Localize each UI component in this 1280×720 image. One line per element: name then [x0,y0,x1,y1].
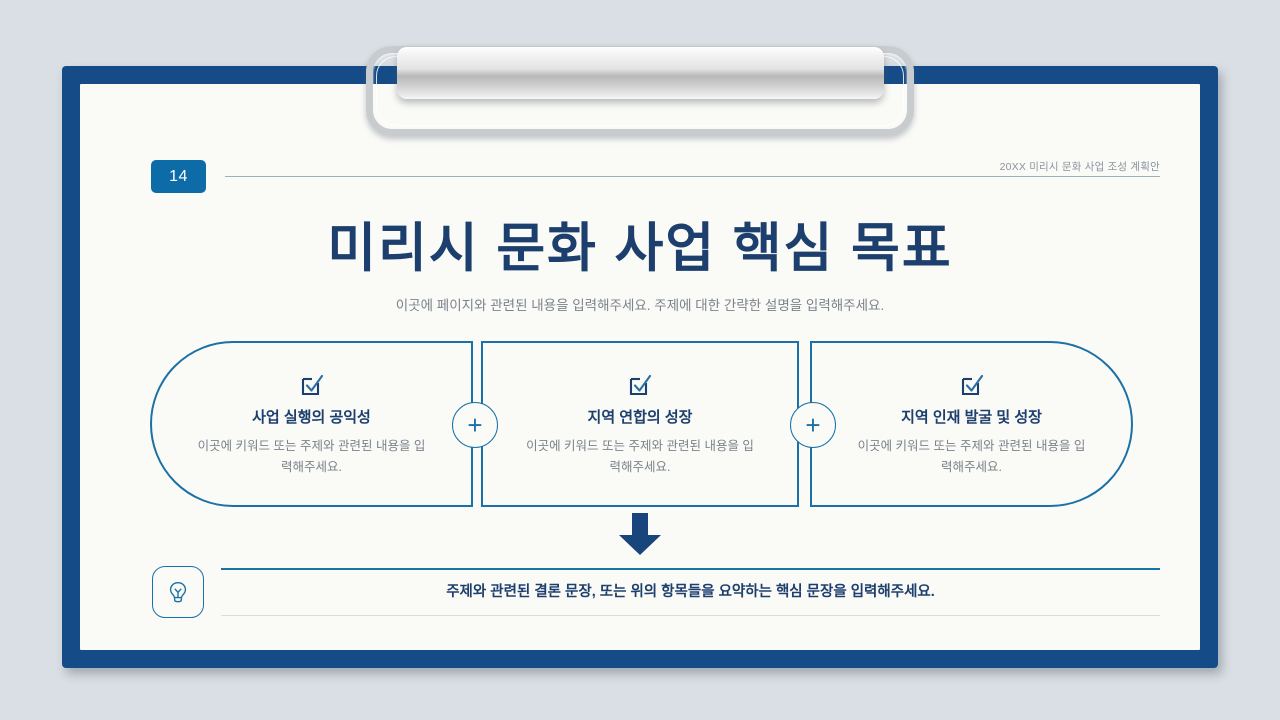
plus-connector-icon: + [790,402,836,448]
page-title: 미리시 문화 사업 핵심 목표 [327,219,953,278]
cards-row: 사업 실행의 공익성 이곳에 키워드 또는 주제와 관련된 내용을 입력해주세요… [0,341,1280,507]
page-subtitle: 이곳에 페이지와 관련된 내용을 입력해주세요. 주제에 대한 간략한 설명을 … [395,298,885,313]
clipboard-clip-bar [397,47,884,99]
header-label: 20XX 미리시 문화 사업 조성 계획안 [999,161,1160,173]
conclusion-bottom-rule [221,615,1160,616]
card-title: 사업 실행의 공익성 [252,409,371,426]
card-description: 이곳에 키워드 또는 주제와 관련된 내용을 입력해주세요. [197,439,426,474]
card-item[interactable]: 지역 인재 발굴 및 성장 이곳에 키워드 또는 주제와 관련된 내용을 입력해… [810,341,1133,507]
lightbulb-icon [152,566,204,618]
card-description: 이곳에 키워드 또는 주제와 관련된 내용을 입력해주세요. [857,439,1086,474]
checkbox-check-icon [960,373,984,397]
card-title: 지역 인재 발굴 및 성장 [901,409,1042,426]
checkbox-check-icon [628,373,652,397]
card-item[interactable]: 사업 실행의 공익성 이곳에 키워드 또는 주제와 관련된 내용을 입력해주세요… [150,341,473,507]
header-divider [225,176,1160,177]
page-number-badge: 14 [151,160,206,193]
conclusion-text: 주제와 관련된 결론 문장, 또는 위의 항목들을 요약하는 핵심 문장을 입력… [446,584,935,600]
down-arrow-icon [616,513,664,555]
card-description: 이곳에 키워드 또는 주제와 관련된 내용을 입력해주세요. [526,439,754,474]
checkbox-check-icon [300,373,324,397]
card-item[interactable]: 지역 연합의 성장 이곳에 키워드 또는 주제와 관련된 내용을 입력해주세요. [481,341,799,507]
plus-connector-icon: + [452,402,498,448]
card-title: 지역 연합의 성장 [587,409,693,426]
conclusion-top-rule [221,568,1160,570]
